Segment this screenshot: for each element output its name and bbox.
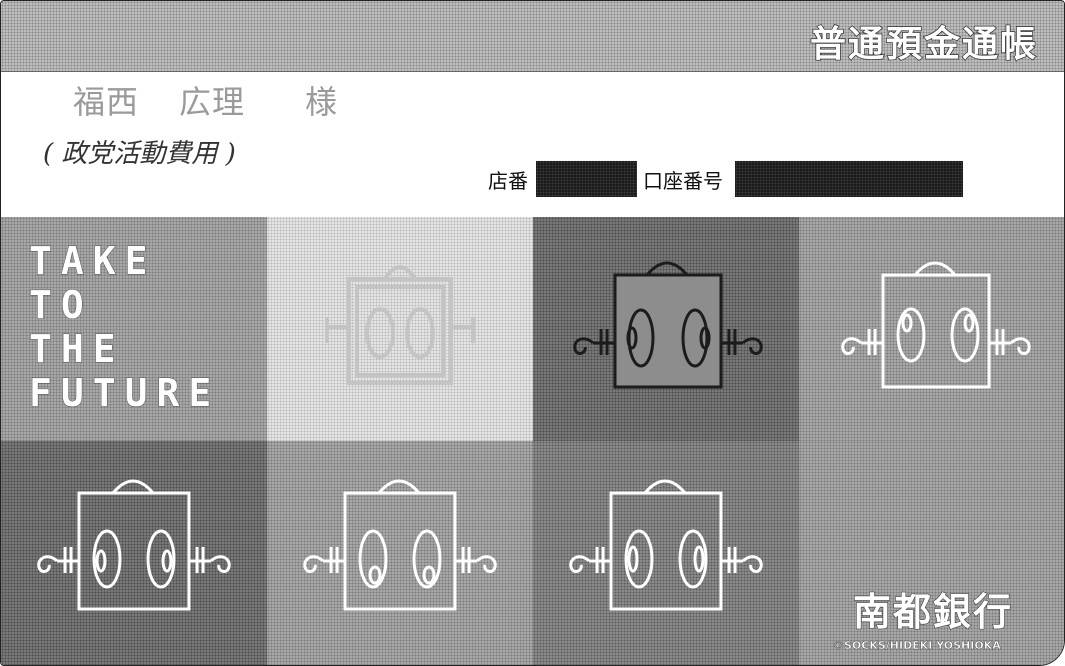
slogan-line: FUTURE: [28, 371, 221, 416]
illustration-copyright: ©SOCKS/HIDEKI YOSHIOKA: [833, 639, 1001, 652]
robot-tile: [1, 441, 267, 665]
slogan-line: TAKE: [28, 239, 157, 284]
branch-number-redacted: [536, 161, 637, 197]
robot-face-illustration: [573, 261, 763, 389]
holder-surname: 福西: [73, 83, 140, 121]
robot-face-illustration: [303, 479, 497, 611]
passbook-title: 普通預金通帳: [809, 23, 1038, 66]
robot-tile: [799, 217, 1064, 441]
cover-slogan: TAKE TO THE FUTURE: [28, 239, 221, 416]
slogan-tile: TAKE TO THE FUTURE: [1, 217, 267, 441]
robot-face-illustration: [37, 479, 231, 611]
robot-face-illustration: [569, 479, 763, 611]
branch-number-label: 店番: [488, 168, 528, 193]
account-number-redacted: [735, 161, 963, 197]
holder-given-name: 広理: [179, 83, 246, 121]
bank-name: 南都銀行: [852, 589, 1014, 634]
account-holder-name: 福西 広理 様: [73, 77, 338, 123]
robot-tile-faded: [267, 217, 533, 441]
robot-tile: [533, 217, 799, 441]
slogan-line: TO: [28, 283, 93, 328]
account-purpose-note: ( 政党活動費用 ): [43, 139, 236, 169]
account-info-row: 店番 口座番号: [488, 161, 963, 197]
robot-tile: [533, 441, 799, 665]
robot-face-faded-illustration: [325, 265, 475, 385]
robot-tile: [267, 441, 533, 665]
robot-face-illustration: [841, 261, 1031, 389]
account-number-label: 口座番号: [643, 168, 723, 193]
passbook-header: 普通預金通帳: [1, 1, 1064, 72]
holder-honorific: 様: [305, 83, 339, 121]
cover-illustration-grid: TAKE TO THE FUTURE: [1, 217, 1064, 665]
slogan-line: THE: [28, 327, 125, 372]
bank-logo-tile: 南都銀行 ©SOCKS/HIDEKI YOSHIOKA: [799, 441, 1064, 665]
